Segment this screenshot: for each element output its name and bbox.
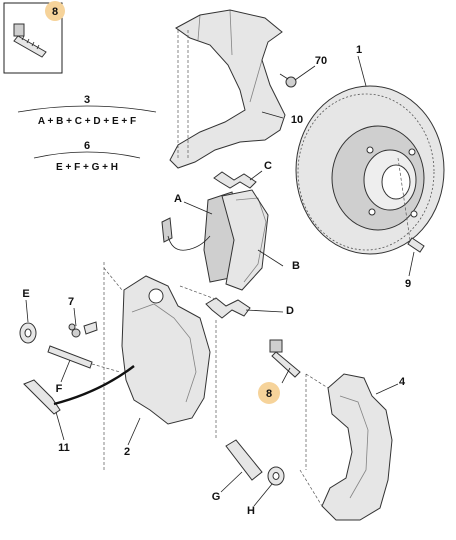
bleed-screw-7	[68, 321, 98, 338]
wear-sensor	[161, 217, 211, 251]
label-b: B	[292, 260, 300, 272]
label-h: H	[247, 505, 255, 517]
dust-shield	[169, 9, 286, 169]
label-1: 1	[356, 44, 362, 56]
legend-number: 8	[52, 6, 58, 18]
brake-pads	[203, 189, 269, 291]
label-9: 9	[405, 278, 411, 290]
bushing-h	[267, 466, 285, 486]
label-4: 4	[399, 376, 406, 388]
label-8: 8	[266, 388, 272, 400]
brake-disc	[295, 85, 445, 255]
label-g: G	[212, 491, 221, 503]
bracket-11	[23, 365, 135, 415]
label-70: 70	[315, 55, 327, 67]
label-d: D	[286, 305, 294, 317]
leader-lines	[25, 55, 415, 507]
legend-box: 8	[3, 1, 65, 74]
bolt-70	[279, 73, 297, 88]
formula-3: 3 A + B + C + D + E + F	[17, 94, 157, 127]
sleeve-g	[225, 439, 263, 481]
label-f: F	[56, 383, 63, 395]
bolt-8	[269, 339, 301, 378]
formula-3-expression: A + B + C + D + E + F	[38, 116, 136, 127]
carrier-bracket	[299, 373, 393, 521]
label-c: C	[264, 160, 272, 172]
label-a: A	[174, 193, 182, 205]
clip-c	[213, 171, 257, 189]
label-2: 2	[124, 446, 130, 458]
clip-d	[205, 297, 251, 319]
bolt-icon	[13, 23, 47, 58]
formula-6-number: 6	[84, 140, 90, 152]
label-11: 11	[58, 442, 70, 454]
caliper	[103, 262, 219, 470]
screw-9	[407, 237, 425, 253]
guide-pin-f	[47, 345, 121, 373]
formula-6: 6 E + F + G + H	[33, 140, 141, 173]
part-8-highlight	[258, 382, 280, 404]
formula-3-number: 3	[84, 94, 90, 106]
label-e: E	[22, 288, 29, 300]
formula-6-expression: E + F + G + H	[56, 162, 118, 173]
label-7: 7	[68, 296, 74, 308]
legend-number-badge	[45, 1, 65, 21]
bushing-e	[19, 322, 37, 344]
label-10: 10	[291, 114, 303, 126]
